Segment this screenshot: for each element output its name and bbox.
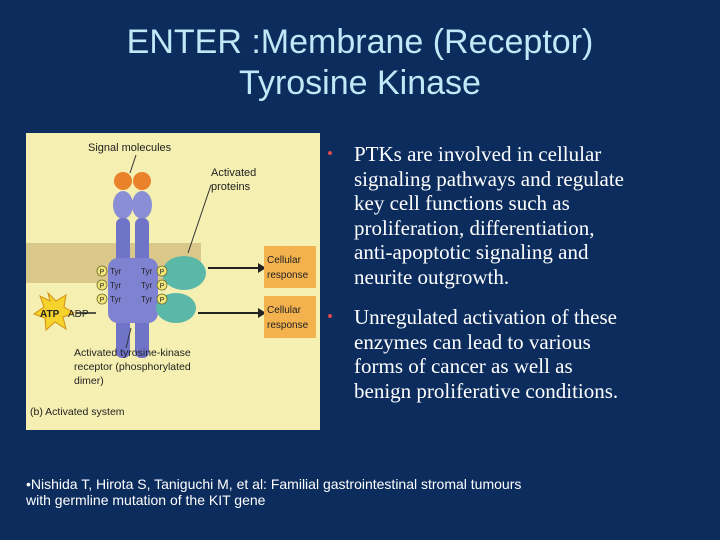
caption-line-3: dimer) bbox=[74, 375, 104, 387]
p-label: P bbox=[100, 269, 105, 276]
p-label: P bbox=[160, 297, 165, 304]
label-activated: Activated bbox=[211, 167, 256, 179]
phosphate-groups bbox=[96, 265, 168, 305]
p-label: P bbox=[160, 269, 165, 276]
bullet-line: key cell functions such as bbox=[354, 191, 570, 215]
title-line-2: Tyrosine Kinase bbox=[239, 64, 481, 102]
bullet-line: forms of cancer as well as bbox=[354, 354, 573, 378]
caption-line-2: receptor (phosphorylated bbox=[74, 361, 191, 373]
bullet-line: signaling pathways and regulate bbox=[354, 166, 625, 191]
tyr-label: Tyr bbox=[141, 281, 152, 290]
cellular-response-box-2 bbox=[264, 296, 316, 338]
p-label: P bbox=[100, 283, 105, 290]
tyr-label: Tyr bbox=[141, 267, 152, 276]
bullet-line: PTKs are involved in cellular bbox=[354, 142, 602, 166]
label-response-1: response bbox=[267, 270, 309, 281]
pointer-proteins bbox=[187, 184, 212, 254]
reference-line-1: •Nishida T, Hirota S, Taniguchi M, et al… bbox=[26, 476, 522, 492]
label-atp: ATP bbox=[40, 309, 60, 320]
kinase-domain bbox=[108, 258, 158, 323]
tyr-label: Tyr bbox=[110, 295, 121, 304]
cellular-response-box-1 bbox=[264, 246, 316, 288]
bullet-line: proliferation, differentiation, bbox=[354, 215, 595, 240]
title-line-1: ENTER :Membrane (Receptor) bbox=[126, 23, 594, 61]
bullet-marker: • bbox=[327, 144, 333, 163]
bullet-line: benign proliferative conditions. bbox=[354, 378, 619, 403]
tyr-label: Tyr bbox=[141, 295, 152, 304]
label-response-2: response bbox=[267, 320, 309, 331]
reference-citation: •Nishida T, Hirota S, Taniguchi M, et al… bbox=[26, 476, 706, 508]
slide-title: ENTER :Membrane (Receptor) Tyrosine Kina… bbox=[0, 22, 720, 104]
pointer-signal bbox=[129, 154, 137, 174]
receptor-lobe-left bbox=[113, 191, 133, 219]
tyr-label: Tyr bbox=[110, 267, 121, 276]
p-label: P bbox=[160, 283, 165, 290]
bullet-item: • PTKs are involved in cellular signalin… bbox=[324, 142, 700, 289]
tyr-label: Tyr bbox=[110, 281, 121, 290]
signal-molecule-left bbox=[114, 172, 132, 190]
label-signal-molecules: Signal molecules bbox=[88, 142, 172, 154]
tyr-labels: Tyr Tyr Tyr Tyr Tyr Tyr bbox=[110, 267, 152, 304]
atp-burst bbox=[32, 291, 76, 332]
p-label: P bbox=[100, 297, 105, 304]
receptor-diagram-svg: Signal molecules Activated proteins Cell… bbox=[26, 142, 316, 418]
label-proteins: proteins bbox=[211, 181, 251, 193]
bullet-line: enzymes can lead to various bbox=[354, 329, 591, 354]
receptor-lobe-right bbox=[132, 191, 152, 219]
caption-line-1: Activated tyrosine-kinase bbox=[74, 347, 191, 359]
arrow-head-1 bbox=[258, 263, 266, 273]
label-cellular-1: Cellular bbox=[267, 255, 302, 266]
p-labels: P P P P P P bbox=[100, 269, 165, 304]
bullet-line: neurite outgrowth. bbox=[354, 264, 510, 289]
bullet-line: anti-apoptotic signaling and bbox=[354, 240, 589, 264]
panel-label: (b) Activated system bbox=[30, 406, 125, 418]
reference-line-2: with germline mutation of the KIT gene bbox=[26, 492, 266, 508]
bullet-marker: • bbox=[327, 307, 333, 326]
activated-protein-1 bbox=[162, 256, 206, 290]
bullet-list: • PTKs are involved in cellular signalin… bbox=[324, 142, 700, 419]
label-cellular-2: Cellular bbox=[267, 305, 302, 316]
receptor-diagram: Signal molecules Activated proteins Cell… bbox=[26, 133, 320, 430]
bullet-item: • Unregulated activation of these enzyme… bbox=[324, 305, 700, 403]
bullet-line: Unregulated activation of these bbox=[354, 305, 617, 329]
signal-molecule-right bbox=[133, 172, 151, 190]
pointer-dimer bbox=[125, 327, 132, 349]
arrow-head-2 bbox=[258, 308, 266, 318]
label-adp: ADP bbox=[68, 309, 89, 320]
